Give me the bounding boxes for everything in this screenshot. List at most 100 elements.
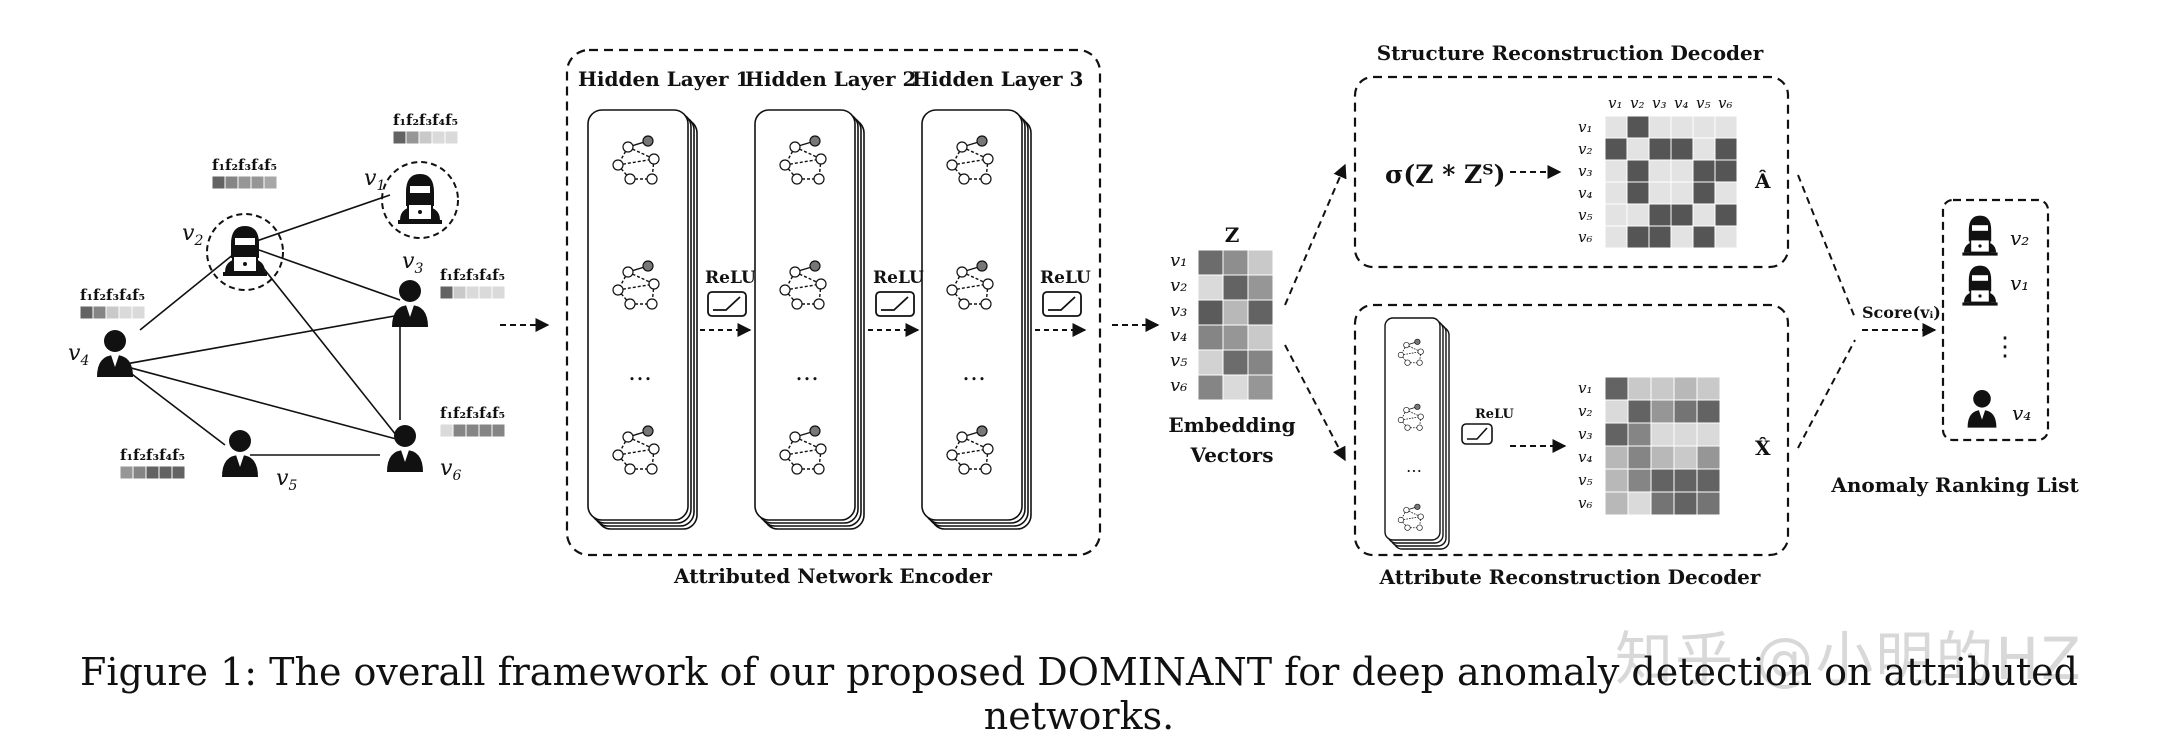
adjacency-cell	[1626, 159, 1650, 183]
ellipsis: …	[1406, 457, 1422, 476]
embedding-cell	[1222, 249, 1249, 276]
embedding-row-label: v₂	[1170, 275, 1187, 296]
attribute-cell	[1627, 445, 1652, 470]
feature-cell	[105, 305, 120, 320]
attribute-cell	[1627, 491, 1652, 516]
feature-cell	[431, 130, 446, 145]
embedding-cell	[1197, 374, 1224, 401]
anomaly-ring-v2	[206, 213, 284, 291]
encoder-block: Hidden Layer 1 Hidden Layer 2 Hidden Lay…	[565, 48, 1102, 588]
hacker-icon	[1961, 214, 1999, 257]
attribute-cell	[1696, 422, 1721, 447]
adjacency-cell	[1692, 137, 1716, 161]
relu-block-2: ReLU	[868, 268, 924, 337]
person-icon	[1967, 390, 1997, 428]
feature-cell	[478, 423, 493, 438]
adjacency-row-label: v₃	[1578, 162, 1593, 180]
attribute-cell	[1627, 422, 1652, 447]
anomaly-ring-v1	[381, 161, 459, 239]
embedding-title-line1: Embedding	[1168, 413, 1295, 437]
node-label-v4: v4	[68, 341, 89, 369]
adjacency-cell	[1626, 137, 1650, 161]
adjacency-cell	[1604, 225, 1628, 249]
attribute-row-label: v₄	[1578, 448, 1593, 466]
node-label-v3: v3	[402, 249, 423, 277]
attribute-cell	[1604, 399, 1629, 424]
adjacency-col-label: v₆	[1718, 94, 1733, 112]
ranking-item-2: v₁	[2010, 271, 2029, 295]
attribute-cell	[1696, 445, 1721, 470]
attribute-cell	[1650, 491, 1675, 516]
embedding-cell	[1247, 249, 1274, 276]
feature-cell	[158, 465, 173, 480]
adjacency-cell	[1714, 225, 1738, 249]
adjacency-row-label: v₁	[1578, 118, 1593, 136]
hidden-layer-stacks: … … …	[587, 109, 1032, 530]
ellipsis: …	[962, 358, 986, 386]
ellipsis: …	[628, 358, 652, 386]
adjacency-cell	[1670, 137, 1694, 161]
feature-cell	[250, 175, 265, 190]
embedding-cell	[1197, 324, 1224, 351]
network-edges	[119, 194, 401, 456]
embedding-cell	[1247, 299, 1274, 326]
adjacency-cell	[1648, 225, 1672, 249]
feature-cell	[145, 465, 160, 480]
embedding-row-label: v₅	[1170, 350, 1187, 371]
attribute-cell	[1673, 376, 1698, 401]
structure-decoder-title: Structure Reconstruction Decoder	[1377, 41, 1764, 65]
feature-vector: f₁f₂f₃f₄f₅	[392, 111, 459, 145]
adjacency-cell	[1648, 115, 1672, 139]
structure-decoder: Structure Reconstruction Decoder σ(Z * Z…	[1353, 41, 1790, 269]
feature-cell	[444, 130, 459, 145]
adjacency-cell	[1692, 203, 1716, 227]
relu-label: ReLU	[705, 268, 756, 288]
adjacency-cell	[1604, 115, 1628, 139]
embedding-title-line2: Vectors	[1190, 443, 1274, 467]
adjacency-cell	[1714, 203, 1738, 227]
feature-cell	[491, 285, 506, 300]
adjacency-cell	[1604, 203, 1628, 227]
embedding-cell	[1222, 349, 1249, 376]
flow-arrow	[1797, 174, 1856, 319]
adjacency-row-label: v₅	[1578, 206, 1593, 224]
node-label-v1: v1	[364, 166, 385, 194]
feature-cell	[439, 423, 454, 438]
feature-label: f₁f₂f₃f₄f₅	[440, 404, 505, 422]
person-icon	[392, 280, 428, 327]
feature-cell	[79, 305, 94, 320]
encoder-frame	[565, 48, 1102, 557]
ranking-title: Anomaly Ranking List	[1830, 473, 2079, 497]
adjacency-cell	[1714, 181, 1738, 205]
attribute-cell	[1673, 422, 1698, 447]
attribute-cell	[1604, 376, 1629, 401]
attribute-decoder-layer-stack: …	[1384, 317, 1450, 550]
watermark: 知乎 @小明的HZ	[1615, 625, 2083, 693]
adjacency-col-label: v₃	[1652, 94, 1667, 112]
adjacency-cell	[1604, 159, 1628, 183]
node-labels: v1 v2 v3 v4 v5 v6	[68, 166, 461, 494]
feature-cell	[452, 423, 467, 438]
embedding-row-label: v₃	[1170, 300, 1187, 321]
relu-block-small: ReLU	[1461, 407, 1515, 445]
adjacency-cell	[1670, 115, 1694, 139]
relu-label: ReLU	[1040, 268, 1091, 288]
relu-block-3: ReLU	[1035, 268, 1091, 337]
attribute-cell	[1673, 491, 1698, 516]
adjacency-cell	[1626, 181, 1650, 205]
adjacency-cell	[1670, 159, 1694, 183]
feature-cell	[418, 130, 433, 145]
score-label: Score(vᵢ)	[1862, 303, 1941, 322]
hidden-layer-stack: …	[754, 109, 865, 530]
hidden-layer-stack: …	[587, 109, 698, 530]
input-network: v1 v2 v3 v4 v5 v6 f₁f₂f₃f₄f₅f₁f₂f₃f₄f₅f₁…	[68, 111, 550, 494]
feature-label: f₁f₂f₃f₄f₅	[393, 111, 458, 129]
adjacency-cell	[1604, 181, 1628, 205]
adjacency-cell	[1714, 159, 1738, 183]
relu-blocks: ReLU ReLU ReLU	[700, 268, 1091, 337]
attribute-cell	[1627, 468, 1652, 493]
